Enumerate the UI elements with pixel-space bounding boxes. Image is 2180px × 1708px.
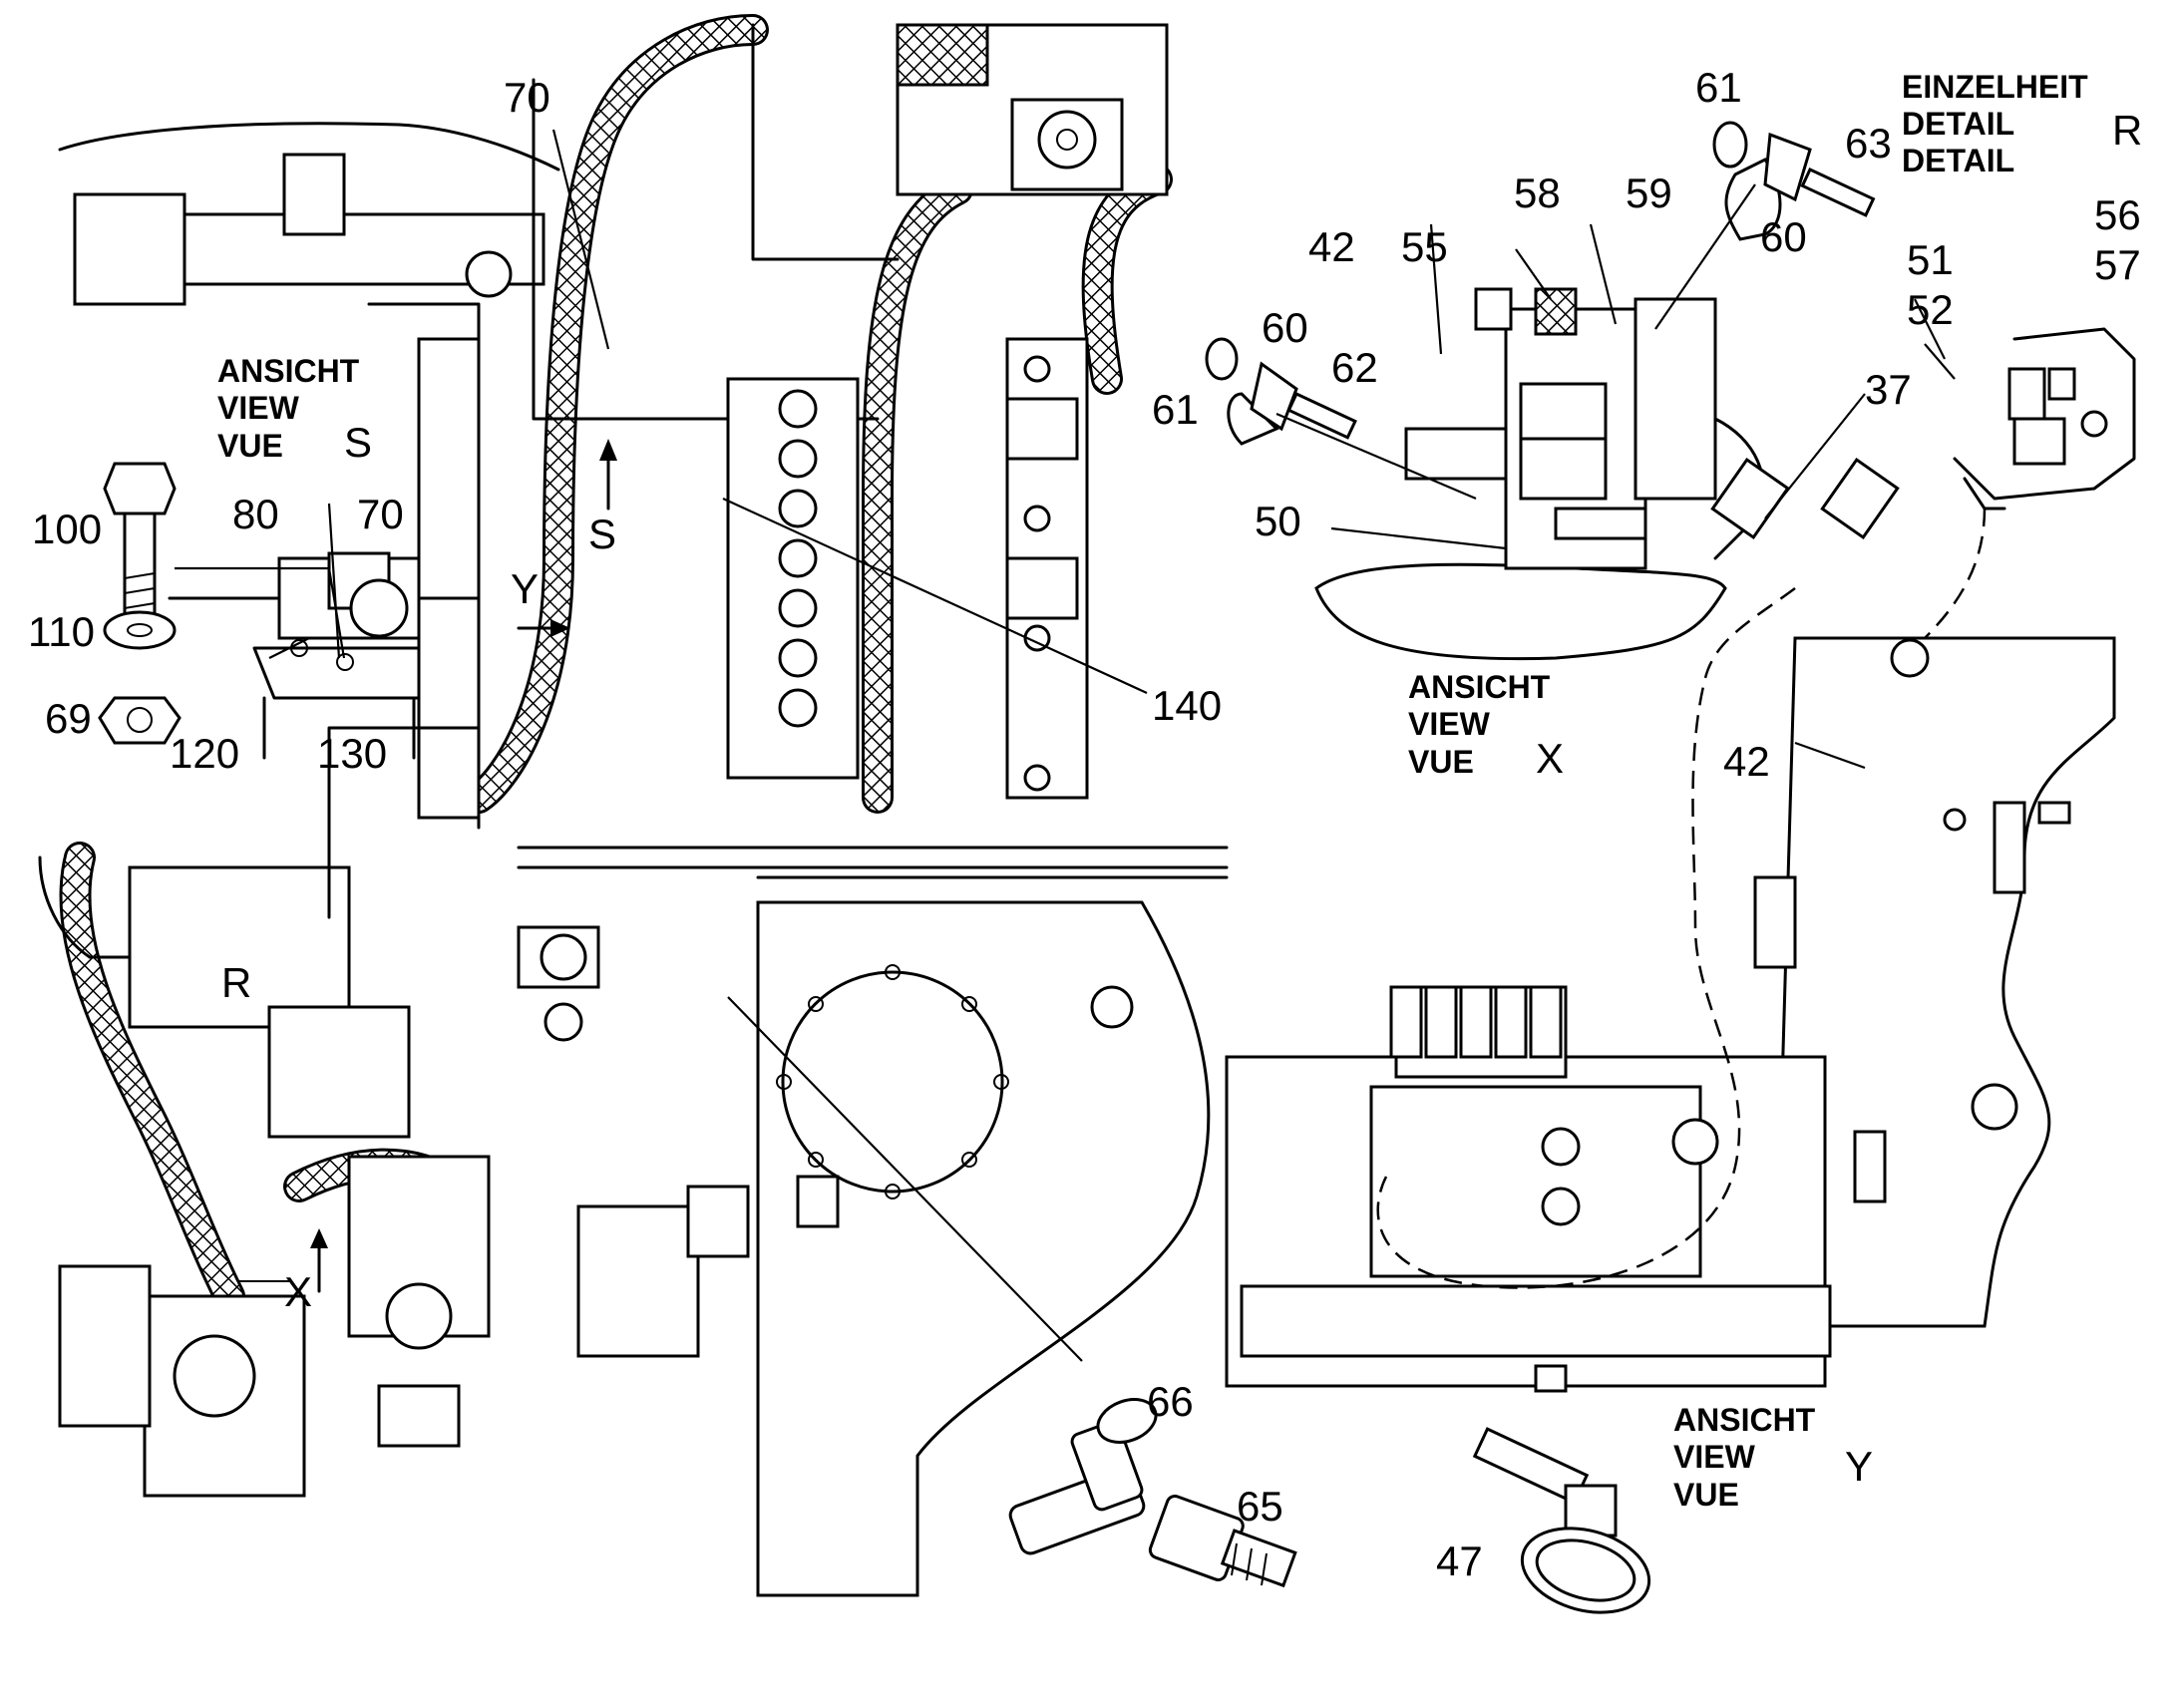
view-x-letter: X <box>1536 735 1564 782</box>
cable-tie-47 <box>1472 1427 1651 1614</box>
callout-100: 100 <box>32 506 102 552</box>
callout-58: 58 <box>1514 170 1561 216</box>
view-y-line2: VIEW <box>1673 1439 1756 1475</box>
view-r-letter: R <box>2112 107 2142 154</box>
callout-55: 55 <box>1401 223 1448 270</box>
callout-120: 120 <box>170 730 239 777</box>
view-title-detail-r: EINZELHEIT DETAIL DETAIL R <box>1902 69 2142 178</box>
callout-110: 110 <box>28 608 95 655</box>
view-title-s: ANSICHT VIEW VUE S <box>217 353 372 466</box>
view-x-line2: VIEW <box>1408 706 1491 742</box>
callout-61-top: 61 <box>1695 64 1742 111</box>
callout-47: 47 <box>1436 1537 1483 1584</box>
callout-60-left: 60 <box>1262 304 1308 351</box>
marker-x: X <box>284 1268 312 1315</box>
callout-66: 66 <box>1147 1378 1194 1425</box>
view-y-line3: VUE <box>1673 1477 1739 1513</box>
callout-37: 37 <box>1865 366 1912 413</box>
callout-70-top: 70 <box>504 74 550 121</box>
callout-69: 69 <box>45 695 92 742</box>
view-markers: S Y X R <box>221 511 616 1315</box>
view-x-line3: VUE <box>1408 744 1474 780</box>
adapter-65 <box>1148 1495 1297 1588</box>
callout-65: 65 <box>1237 1483 1283 1530</box>
tank <box>756 900 1211 1597</box>
callout-59: 59 <box>1626 170 1672 216</box>
y-arrow-icon <box>550 619 570 637</box>
callout-51: 51 <box>1907 236 1954 283</box>
bolt-100 <box>103 462 177 625</box>
view-boundary-x <box>1376 586 1796 1289</box>
callout-140: 140 <box>1152 682 1222 729</box>
callout-80: 80 <box>232 491 279 537</box>
view-title-x: ANSICHT VIEW VUE X <box>1408 669 1564 782</box>
view-r-line3: DETAIL <box>1902 143 2014 178</box>
callout-numbers: 70 61 63 58 59 60 42 55 60 62 61 56 57 5… <box>28 64 2141 1584</box>
marker-r: R <box>221 959 251 1006</box>
direction-arrows <box>239 439 617 1293</box>
view-x-line1: ANSICHT <box>1408 669 1551 705</box>
marker-y: Y <box>511 565 539 612</box>
view-s-letter: S <box>344 419 372 466</box>
callout-61-left: 61 <box>1152 386 1199 433</box>
callout-56: 56 <box>2094 191 2141 238</box>
view-y-letter: Y <box>1845 1443 1873 1490</box>
bolt-63 <box>1800 168 1876 217</box>
nut-69 <box>98 696 182 745</box>
detail-r <box>1953 327 2136 511</box>
view-s-line1: ANSICHT <box>217 353 360 389</box>
view-s-line3: VUE <box>217 428 283 464</box>
callout-60-right: 60 <box>1760 213 1807 260</box>
half-flange-60-left <box>1227 392 1279 446</box>
view-boundary-r <box>1924 508 1987 639</box>
callout-42-top: 42 <box>1308 223 1355 270</box>
tee-fitting-66 <box>1008 1398 1158 1555</box>
main-assembly <box>38 14 1229 1597</box>
callout-62: 62 <box>1331 344 1378 391</box>
s-arrow-icon <box>599 439 617 461</box>
callout-52: 52 <box>1907 286 1954 333</box>
view-x-detail <box>1205 121 1900 661</box>
x-arrow-icon <box>310 1228 328 1248</box>
oring-61-top <box>1712 121 1748 169</box>
oring-61-left <box>1205 337 1239 381</box>
view-y-line1: ANSICHT <box>1673 1402 1816 1438</box>
callout-70-detail: 70 <box>357 491 404 537</box>
fitting-stack <box>726 377 860 780</box>
washer-110 <box>103 610 177 650</box>
leader-lines <box>175 129 1956 1362</box>
view-title-y: ANSICHT VIEW VUE Y <box>1673 1402 1873 1513</box>
callout-42-right: 42 <box>1723 738 1770 785</box>
callout-63: 63 <box>1845 120 1892 167</box>
callout-57: 57 <box>2094 241 2141 288</box>
callout-130: 130 <box>317 730 387 777</box>
view-s-line2: VIEW <box>217 390 300 426</box>
view-r-line2: DETAIL <box>1902 106 2014 142</box>
view-r-line1: EINZELHEIT <box>1902 69 2088 105</box>
callout-50: 50 <box>1255 498 1301 544</box>
view-s-detail <box>98 462 421 760</box>
view-y-detail <box>1225 636 2116 1393</box>
marker-s: S <box>588 511 616 557</box>
bolt-62 <box>1286 392 1357 440</box>
